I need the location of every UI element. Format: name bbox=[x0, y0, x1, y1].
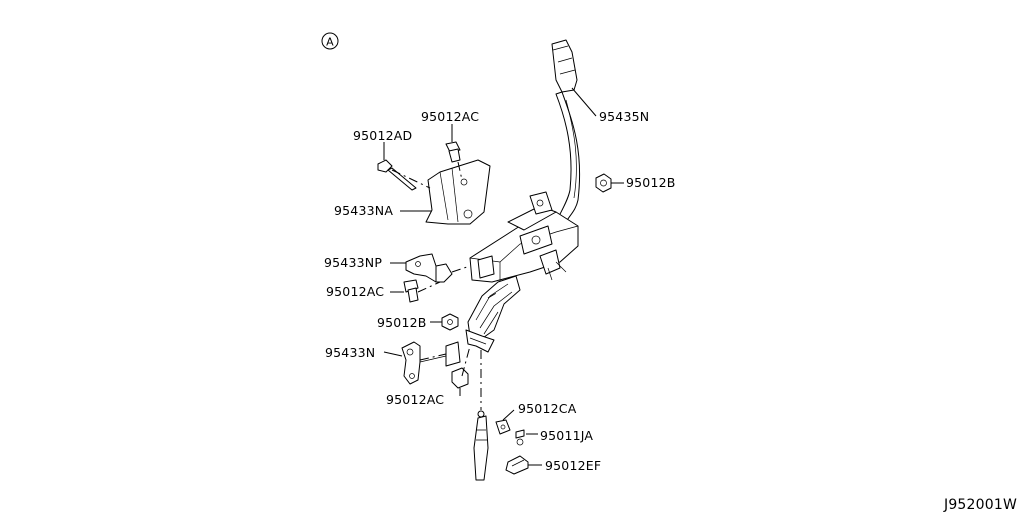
label-95012ca: 95012CA bbox=[518, 401, 577, 416]
bracket-95433na bbox=[425, 159, 491, 225]
rod-assembly bbox=[473, 410, 489, 481]
view-marker-letter: A bbox=[326, 36, 334, 49]
adjuster-mechanism bbox=[465, 191, 579, 353]
label-95433np: 95433NP bbox=[324, 255, 382, 270]
bolt-95012ad bbox=[377, 159, 417, 191]
label-95012b-right: 95012B bbox=[626, 175, 676, 190]
label-95012b-left: 95012B bbox=[377, 315, 427, 330]
label-95012ef: 95012EF bbox=[545, 458, 601, 473]
label-95433na: 95433NA bbox=[334, 203, 393, 218]
bracket-95433n bbox=[401, 341, 461, 385]
label-95012ac-bottom: 95012AC bbox=[386, 392, 444, 407]
bolt-95012ac-bottom bbox=[451, 367, 469, 389]
leader-lines bbox=[383, 87, 624, 466]
pin-95011ja bbox=[515, 429, 525, 446]
label-95011ja: 95011JA bbox=[540, 428, 593, 443]
label-95012ad: 95012AD bbox=[353, 128, 412, 143]
assembly-guide-lines bbox=[391, 161, 499, 410]
cable-assembly bbox=[551, 39, 581, 223]
bracket-95433np bbox=[405, 253, 453, 283]
bolt-95012ac-top bbox=[445, 141, 461, 163]
drawing-id: J952001W bbox=[943, 497, 1017, 512]
label-95435n: 95435N bbox=[599, 109, 649, 124]
label-95012ac-top: 95012AC bbox=[421, 109, 479, 124]
bolt-95012ac-mid bbox=[403, 279, 419, 303]
label-95012ac-mid: 95012AC bbox=[326, 284, 384, 299]
washer-95012ca bbox=[495, 419, 511, 435]
label-95433n: 95433N bbox=[325, 345, 375, 360]
nut-95012b-left bbox=[441, 313, 459, 331]
clip-95012ef bbox=[505, 455, 529, 475]
nut-95012b-right bbox=[595, 173, 612, 193]
view-marker: A bbox=[321, 32, 339, 50]
